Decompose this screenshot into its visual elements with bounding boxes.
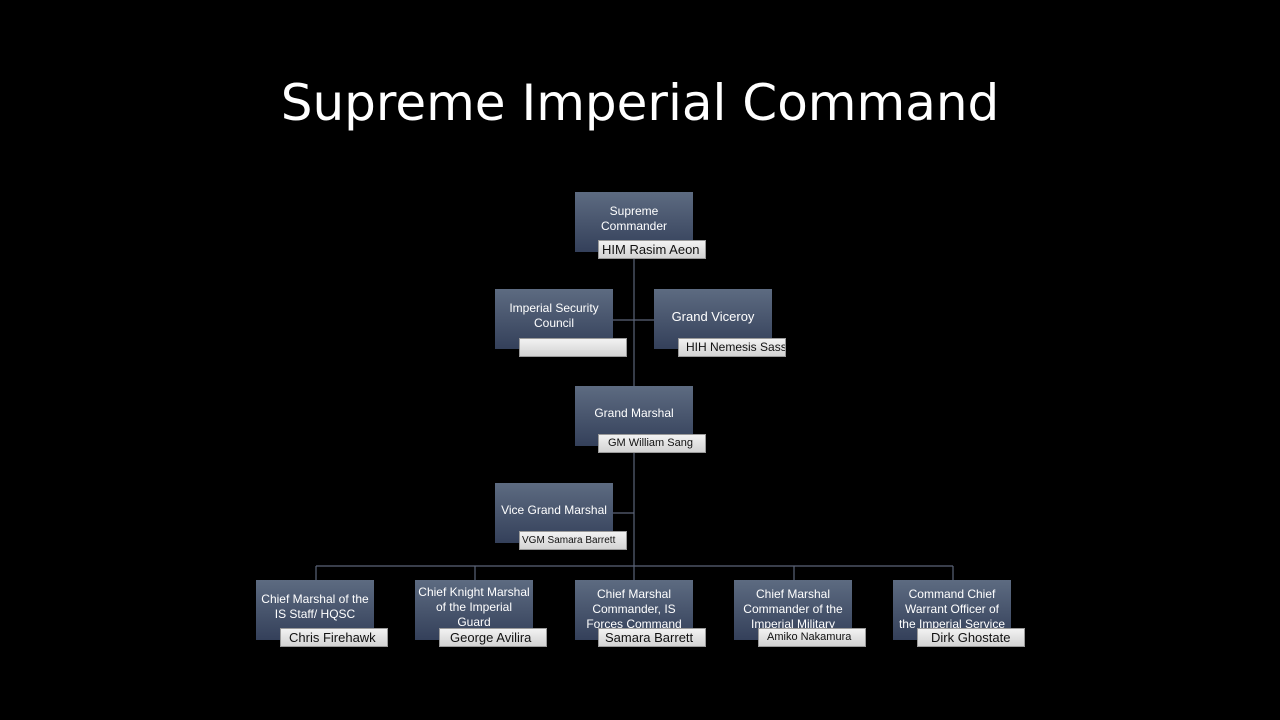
slide-title: Supreme Imperial Command bbox=[280, 74, 1000, 132]
vice-grand-marshal-role: Vice Grand Marshal bbox=[501, 502, 607, 517]
chief-name-5: Dirk Ghostate bbox=[917, 628, 1025, 647]
imperial-security-council-name bbox=[519, 338, 627, 357]
grand-marshal-role: Grand Marshal bbox=[594, 405, 674, 420]
chief-role-4: Chief Marshal Commander of the Imperial … bbox=[743, 586, 843, 631]
grand-marshal-name: GM William Sang bbox=[598, 434, 706, 453]
vice-grand-marshal-name: VGM Samara Barrett bbox=[519, 531, 627, 550]
imperial-security-council-role: Imperial Security Council bbox=[509, 301, 599, 330]
chief-role-5: Command Chief Warrant Officer of the Imp… bbox=[898, 586, 1006, 631]
grand-viceroy-name: HIH Nemesis Sass bbox=[678, 338, 786, 357]
chief-name-2: George Avilira bbox=[439, 628, 547, 647]
grand-viceroy-role: Grand Viceroy bbox=[671, 308, 755, 324]
chief-name-1: Chris Firehawk bbox=[280, 628, 388, 647]
chief-name-3: Samara Barrett bbox=[598, 628, 706, 647]
chief-box-1[interactable]: Chief Marshal of the IS Staff/ HQSC bbox=[256, 580, 374, 640]
chief-name-4: Amiko Nakamura bbox=[758, 628, 866, 647]
chief-role-3: Chief Marshal Commander, IS Forces Comma… bbox=[586, 586, 682, 631]
chief-box-5[interactable]: Command Chief Warrant Officer of the Imp… bbox=[893, 580, 1011, 640]
supreme-commander-role: Supreme Commander bbox=[600, 204, 668, 233]
chief-role-1: Chief Marshal of the IS Staff/ HQSC bbox=[261, 592, 369, 621]
supreme-commander-name: HIM Rasim Aeon bbox=[598, 240, 706, 259]
chief-role-2: Chief Knight Marshal of the Imperial Gua… bbox=[418, 584, 530, 629]
